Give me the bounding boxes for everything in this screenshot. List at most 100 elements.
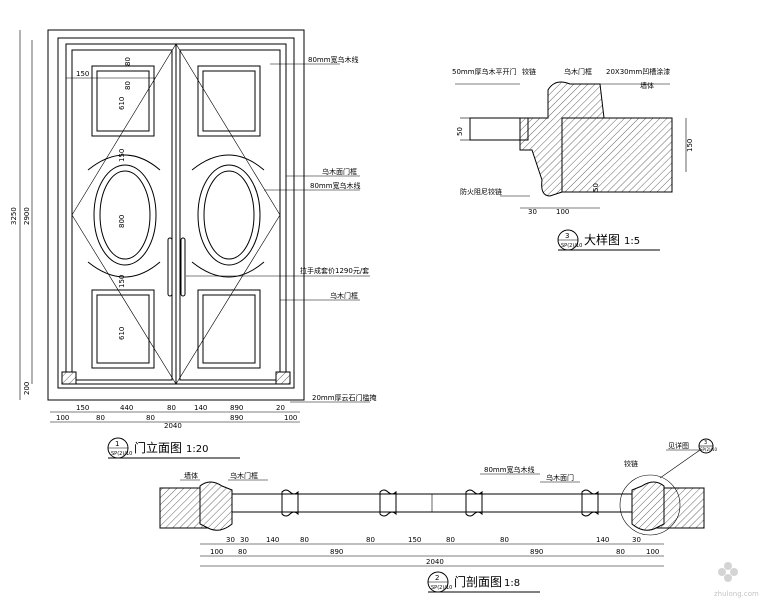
right-leaf	[179, 49, 281, 381]
detail-door-leaf	[469, 117, 529, 141]
label-trim80: 80mm宽乌木线	[308, 55, 359, 64]
section-title: 门剖面图	[454, 574, 502, 589]
dim-b2-1: 80	[96, 414, 105, 422]
section-ref-badge-sub: SP(2)/10	[700, 447, 718, 452]
section-dim-r2-5: 100	[646, 548, 659, 556]
dim-v-4: 150	[118, 275, 126, 288]
section-label-wall: 墙体	[184, 471, 198, 480]
dim-b2-0: 100	[56, 414, 69, 422]
detail-label-3: 乌木门框	[564, 67, 592, 76]
right-oval-panel	[197, 164, 261, 266]
section-dim-r1-0: 30	[226, 536, 235, 544]
label-trim80b: 80mm宽乌木线	[310, 181, 361, 190]
dim-base-height: 200	[23, 382, 31, 395]
section-ref-badge-num: 3	[704, 440, 707, 446]
dim-v-1: 610	[118, 97, 126, 110]
left-plinth	[61, 371, 77, 385]
left-oval-panel	[93, 164, 157, 266]
dim-b1-1: 440	[120, 404, 133, 412]
elevation-scale: 1:20	[186, 444, 208, 455]
section-trim-bead	[379, 489, 397, 517]
dim-inner-height: 2900	[23, 207, 31, 225]
left-lower-arc	[87, 261, 161, 278]
dim-b1-2: 80	[167, 404, 176, 412]
door-elevation: 3250 2900 200 610 150 800 150 610 150 80…	[10, 29, 377, 459]
label-threshold: 20mm厚云石门槛掩	[312, 393, 377, 402]
section-dim-r1-3: 80	[300, 536, 309, 544]
dim-b-total: 2040	[164, 422, 182, 430]
right-upper-arc	[191, 154, 265, 171]
section-badge-num: 2	[435, 574, 439, 582]
left-handle	[167, 237, 173, 297]
section-dim-r1-7: 80	[500, 536, 509, 544]
watermark: zhulong.com	[714, 562, 759, 598]
section-frame-right	[631, 481, 665, 531]
right-top-panel	[197, 65, 261, 137]
right-handle	[180, 237, 186, 297]
section-dim-r1-8: 140	[596, 536, 609, 544]
section-dim-r1-1: 30	[240, 536, 249, 544]
dim-b2-4: 100	[284, 414, 297, 422]
section-dim-r1-4: 80	[366, 536, 375, 544]
section-trim-bead	[465, 489, 483, 517]
dim-b1-3: 140	[194, 404, 207, 412]
detail-label-4: 20X30mm凹槽涂漆	[606, 67, 670, 76]
dim-top-1: 150	[76, 70, 89, 78]
detail-label-1: 50mm厚乌木平开门	[452, 67, 517, 76]
detail-dim-1: 150	[686, 139, 694, 152]
dim-v-5: 610	[118, 327, 126, 340]
section-dim-r2-3: 890	[530, 548, 543, 556]
detail-callout-circle	[619, 474, 681, 536]
section-label-trim: 80mm宽乌木线	[484, 465, 535, 474]
dim-b2-2: 80	[146, 414, 155, 422]
right-plinth	[275, 371, 291, 385]
section-badge-sub: SP(2)/10	[431, 585, 452, 591]
dim-b1-4: 890	[230, 404, 243, 412]
section-trim-bead	[581, 489, 599, 517]
section-scale: 1:8	[504, 578, 520, 589]
detail-label-6: 防火阻尼铰链	[460, 187, 502, 196]
left-upper-arc	[87, 154, 161, 171]
elevation-title: 门立面图	[134, 440, 182, 455]
right-bottom-panel-inner	[202, 294, 256, 364]
label-door-frame: 乌木门框	[330, 291, 358, 300]
elevation-badge-sub: SP(2)/10	[111, 451, 132, 457]
detail-title: 大样图	[584, 232, 620, 247]
section-dim-r2-1: 80	[238, 548, 247, 556]
watermark-text: zhulong.com	[714, 590, 759, 598]
dim-top-2: 80	[124, 57, 132, 66]
section-label-door: 乌木面门	[546, 473, 574, 482]
door-section: 墙体 乌木门框 80mm宽乌木线 乌木面门 铰链 见详图 3 SP(2)/10 …	[159, 438, 718, 593]
label-panel-frame: 乌木面门框	[322, 167, 357, 176]
detail-badge-sub: SP(2)/10	[561, 243, 582, 249]
detail-dim-0: 50	[456, 127, 464, 136]
label-handle: 拉手成套价1290元/套	[300, 266, 369, 275]
section-dim-r1-9: 30	[632, 536, 641, 544]
detail-label-2: 铰链	[522, 67, 536, 76]
left-bottom-panel-inner	[96, 294, 150, 364]
section-dim-r1-5: 150	[408, 536, 421, 544]
section-label-ref: 见详图	[668, 441, 689, 450]
right-lower-arc	[191, 261, 265, 278]
section-dim-r1-2: 140	[266, 536, 279, 544]
left-bottom-panel	[91, 289, 155, 369]
section-dim-r2-2: 890	[330, 548, 343, 556]
door-surround	[47, 29, 305, 401]
door-frame-outline	[57, 37, 295, 389]
dim-top-3: 80	[124, 81, 132, 90]
dim-v-2: 150	[118, 149, 126, 162]
swing-diagonals	[71, 43, 281, 385]
detail-label-5: 墙体	[640, 81, 654, 90]
section-trim-bead	[281, 489, 299, 517]
section-trim-beads	[281, 489, 599, 517]
watermark-logo-icon	[718, 562, 738, 582]
dim-b2-3: 890	[230, 414, 243, 422]
section-label-frame: 乌木门框	[230, 471, 258, 480]
detail-wall	[561, 117, 673, 193]
dim-b1-0: 150	[76, 404, 89, 412]
dim-vertical-series: 610 150 800 150 610	[118, 97, 126, 340]
dim-v-3: 800	[118, 215, 126, 228]
section-dim-r1-6: 80	[446, 536, 455, 544]
